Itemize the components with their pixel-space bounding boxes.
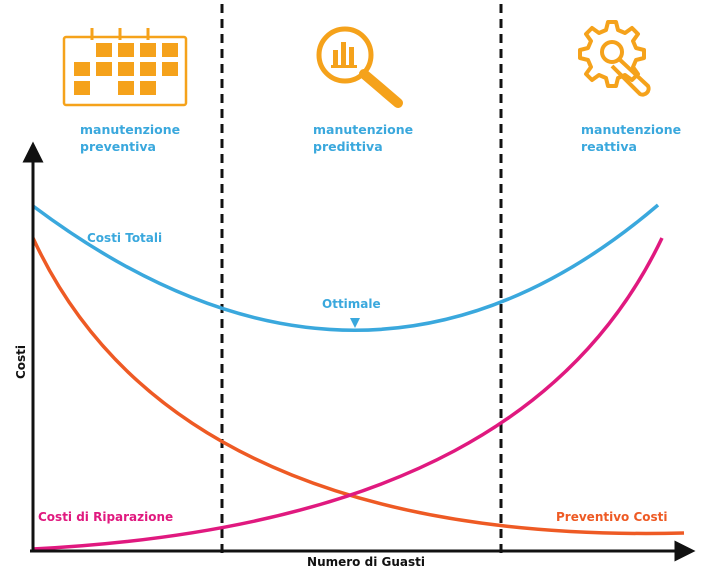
magnifier-chart-icon — [316, 26, 403, 108]
series-label-costi-totali: Costi Totali — [87, 231, 162, 245]
segment-label-3-line2: reattiva — [581, 139, 637, 154]
segment-label-3-line1: manutenzione — [581, 122, 681, 137]
series-line-preventivo-costi — [31, 237, 685, 536]
segment-label-2-line2: predittiva — [313, 139, 383, 154]
gear-wrench-icon — [578, 20, 651, 97]
annotation-ottimale: Ottimale — [322, 297, 381, 311]
annotation-arrow-icon — [350, 318, 360, 328]
series-label-costi-riparazione: Costi di Riparazione — [38, 510, 173, 524]
series-line-costi-totali — [31, 203, 660, 332]
series-line-costi-riparazione — [32, 237, 664, 551]
y-axis-title: Costi — [14, 345, 28, 379]
segment-label-1-line2: preventiva — [80, 139, 156, 154]
series-label-preventivo-costi: Preventivo Costi — [556, 510, 668, 524]
x-axis-title: Numero di Guasti — [307, 555, 425, 569]
calendar-icon — [62, 28, 188, 107]
segment-label-1-line1: manutenzione — [80, 122, 180, 137]
segment-label-2-line1: manutenzione — [313, 122, 413, 137]
